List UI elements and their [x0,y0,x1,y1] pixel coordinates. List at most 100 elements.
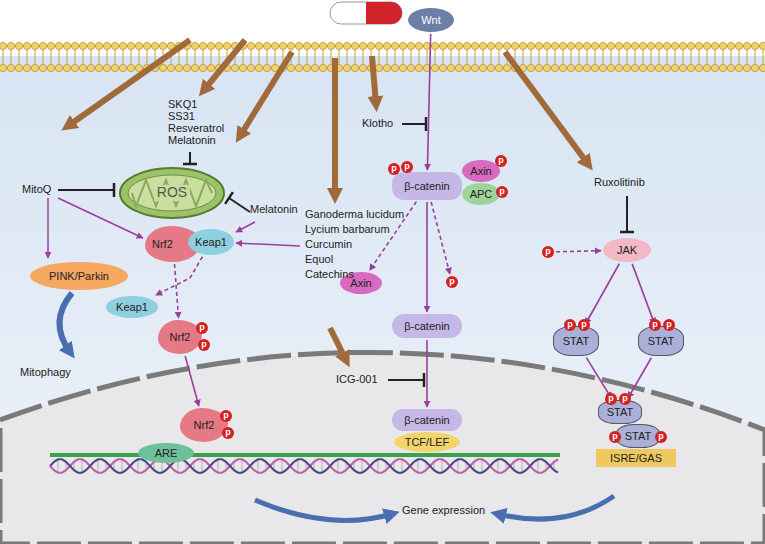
protein-name: β-catenin [404,414,449,426]
label-text: Ganoderma lucidum [305,208,404,221]
isre-gas-element: ISRE/GAS [596,449,676,467]
label-text: MitoQ [22,183,51,196]
beta-catenin: β-catenin [392,314,462,338]
phospho-label: p [199,323,205,333]
protein-name: STAT [648,335,674,347]
phospho-mark: p [619,393,631,405]
protein-name: TCF/LEF [405,436,450,448]
protein-name: JAK [617,244,637,256]
phospho-mark: p [496,186,508,198]
phospho-mark: p [605,393,617,405]
stat-protein: STATpp [638,326,684,356]
signal-arrow [427,34,430,170]
label-text: Mitophagy [20,366,71,379]
phospho-mark: p [578,319,590,331]
signal-arrow [156,257,203,295]
phospho-label: p [223,411,229,421]
protein-name: Keap1 [116,301,148,313]
protein-name: Wnt [421,14,441,26]
stat-protein: STATpp [598,400,642,424]
apc-protein: APCp [462,183,500,205]
protein-name: Nrf2 [170,331,191,343]
are-element: ARE [138,443,194,463]
phospho-label: p [581,320,587,330]
phospho-label: p [567,320,573,330]
axin-protein: Axinp [462,160,500,182]
protein-name: APC [470,188,493,200]
phospho-mark: p [609,431,621,443]
signal-arrow [586,358,611,399]
label-text: Ruxolitinib [594,176,645,189]
jak-kinase: JAK [603,238,651,262]
phospho-mark: p [388,163,400,175]
phospho-mark: p [542,246,554,258]
label-text: Melatonin [250,203,298,216]
phospho-mark: p [495,155,507,167]
phospho-label: p [449,277,455,287]
beta-catenin: β-catenin [392,409,462,431]
label-text: Klotho [362,117,393,130]
phospho-label: p [608,394,614,404]
capsule [330,2,402,24]
phospho-label: p [622,394,628,404]
signal-arrow [556,251,601,252]
phospho-label: p [545,247,551,257]
drug-arrows [68,40,588,360]
keap1-protein: Keap1 [106,296,158,318]
protein-name: ROS [154,185,190,200]
expression-arrow [498,496,614,519]
phospho-mark: p [655,431,667,443]
tcf-lef: TCF/LEF [394,432,460,452]
cytoplasm [0,56,765,544]
dna-helix [50,459,558,472]
protein-name: Nrf2 [194,419,215,431]
beta-catenin-complex: β-cateninpp [392,172,462,200]
protein-name: β-catenin [404,180,449,192]
signal-arrow [628,358,651,399]
signal-arrow [185,356,199,406]
phospho-label: p [404,162,410,172]
label-text: ICG-001 [336,373,378,386]
phospho-mark: p [220,410,232,422]
phospho-label: p [225,428,231,438]
keap1-protein: Keap1 [188,229,234,255]
wnt-ligand: Wnt [408,8,454,32]
phospho-label: p [391,164,397,174]
nrf2-protein: Nrf2 pp [180,408,228,442]
phospho-label: p [498,156,504,166]
label-text: SKQ1 [168,98,197,111]
nrf2-protein: Nrf2pp [158,320,202,354]
phospho-label: p [652,320,658,330]
label-text: Resveratrol [168,122,224,135]
label-text: Curcumin [305,238,352,251]
phospho-label: p [201,340,207,350]
dna-bar [50,453,560,457]
label-text: Melatonin [168,134,216,147]
mitophagy-arrow [59,293,72,352]
phospho-mark: p [401,161,413,173]
protein-name: PINK/Parkin [49,270,109,282]
signal-arrow [175,264,179,318]
protein-name: Axin [470,165,491,177]
signal-arrow [426,340,428,407]
phospho-mark: p [446,276,458,288]
protein-name: Keap1 [195,236,227,248]
cell-membrane [0,42,765,71]
inhibition-lines [58,117,634,387]
nucleus [0,352,765,544]
label-text: Catechins [305,268,354,281]
phospho-label: p [666,320,672,330]
protein-name: STAT [607,406,633,418]
protein-name: ARE [155,447,178,459]
protein-name: Nrf2 [152,238,173,250]
signal-arrow [632,264,655,324]
label-text: SS31 [168,110,195,123]
stat-protein: STATpp [553,326,599,356]
protein-name: β-catenin [404,320,449,332]
phospho-label: p [658,432,664,442]
mitochondrion: ROS [118,166,226,220]
stat-protein: STATpp [616,424,660,448]
pink-parkin: PINK/Parkin [30,262,128,290]
label-text: Equol [305,253,333,266]
phospho-mark: p [663,319,675,331]
